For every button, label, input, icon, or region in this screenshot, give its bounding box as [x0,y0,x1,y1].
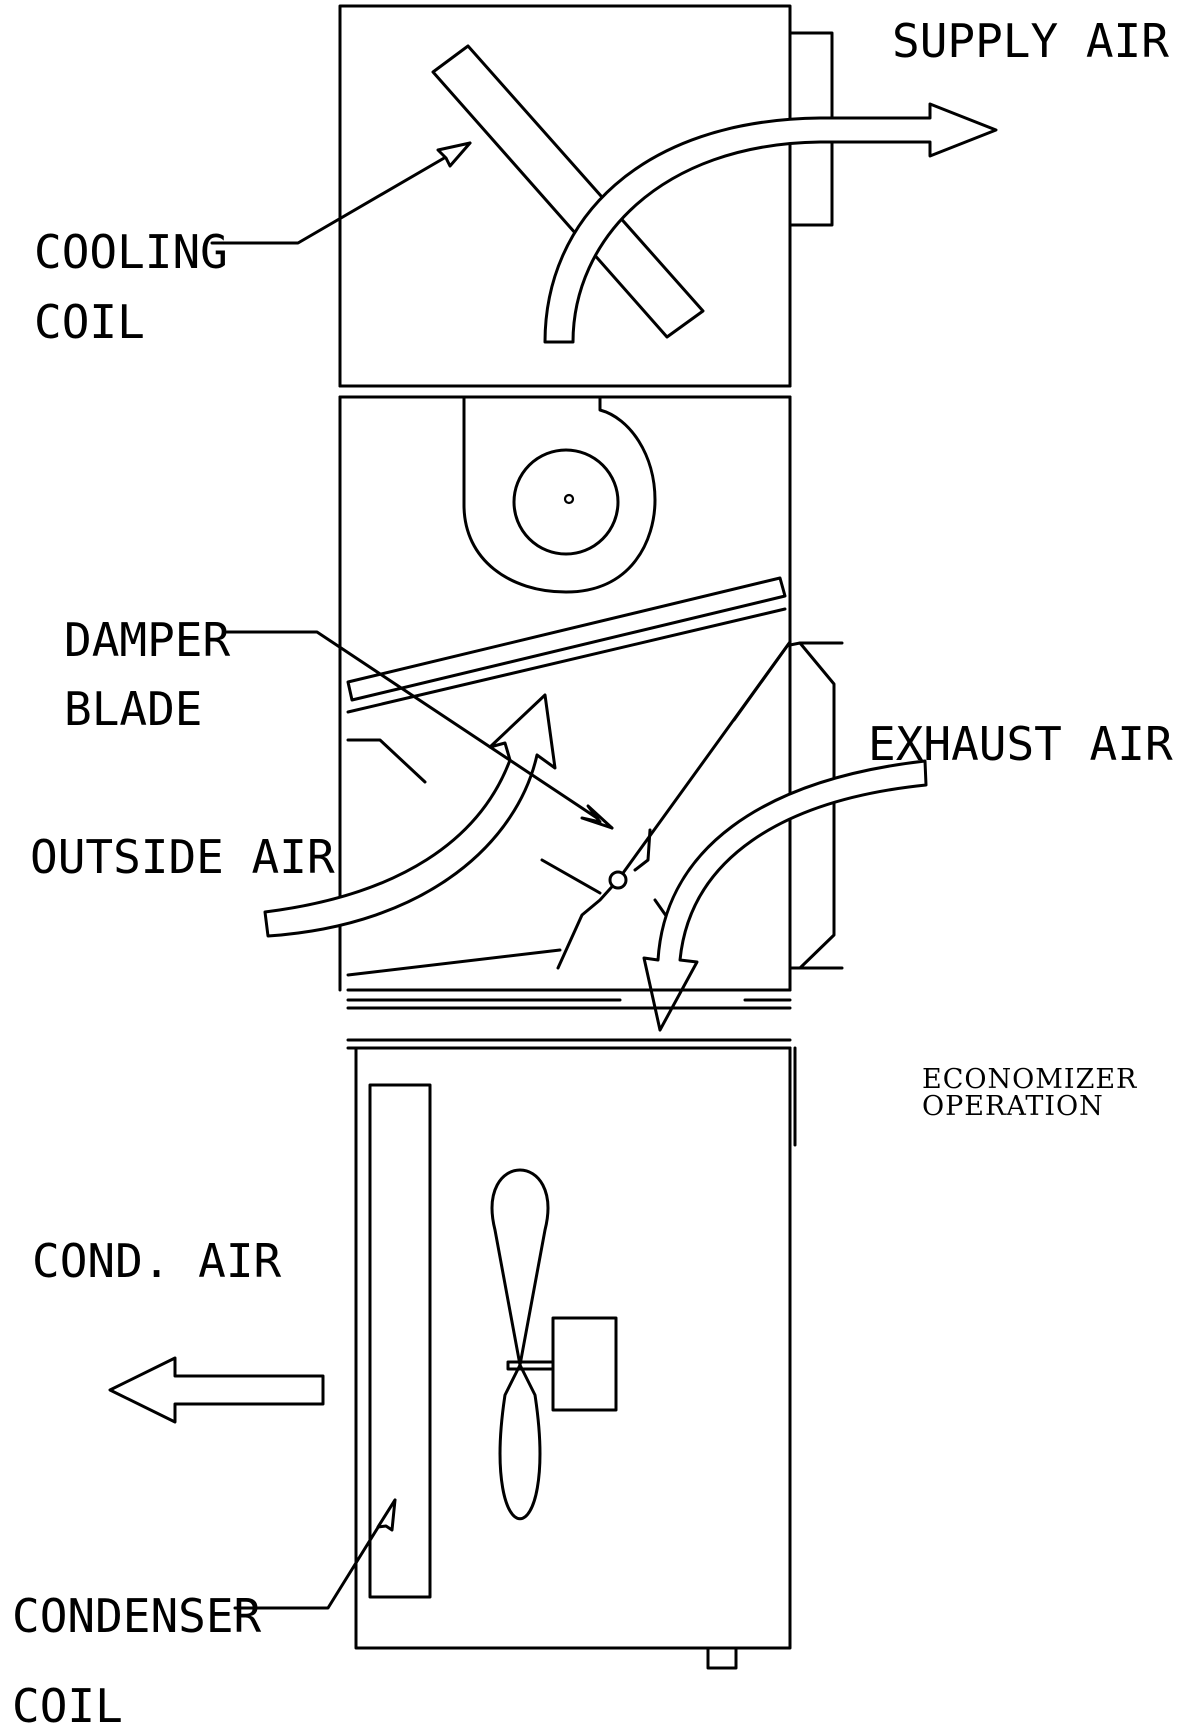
outside-air-label: OUTSIDE AIR [30,830,335,884]
exhaust-air-arrow [642,759,928,1032]
condenser-coil-label-line1: CONDENSER [12,1589,262,1643]
blower-fan [462,395,657,594]
condenser-coil [368,1083,432,1599]
cooling-coil-label-line2: COIL [34,295,145,349]
cond-air-label: COND. AIR [32,1234,282,1288]
cooling-coil-label-line1: COOLING [34,225,228,279]
damper-blade-label-line2: BLADE [64,682,202,736]
damper-blade-label-line1: DAMPER [64,613,230,667]
outside-air-arrow [263,693,557,938]
economizer-label-line1: ECONOMIZER [922,1064,1137,1095]
condenser-coil-label-line2: COIL [12,1679,123,1733]
condenser-fan [490,1168,618,1520]
supply-air-label: SUPPLY AIR [892,14,1169,68]
exhaust-air-label: EXHAUST AIR [868,717,1173,771]
condenser-coil-leader [233,1498,397,1610]
economizer-label-line2: OPERATION [922,1091,1104,1122]
baffle-left [346,738,427,784]
damper-blade-leader [225,630,614,830]
lower-cabinet [354,1046,797,1670]
exhaust-hood [788,641,844,970]
cond-air-arrow [108,1356,325,1424]
supply-air-arrow [543,102,998,344]
blower-section [338,384,792,992]
cooling-coil-leader [210,141,472,245]
damper-blade-upper [346,576,787,702]
damper-section-floor [346,948,792,1050]
